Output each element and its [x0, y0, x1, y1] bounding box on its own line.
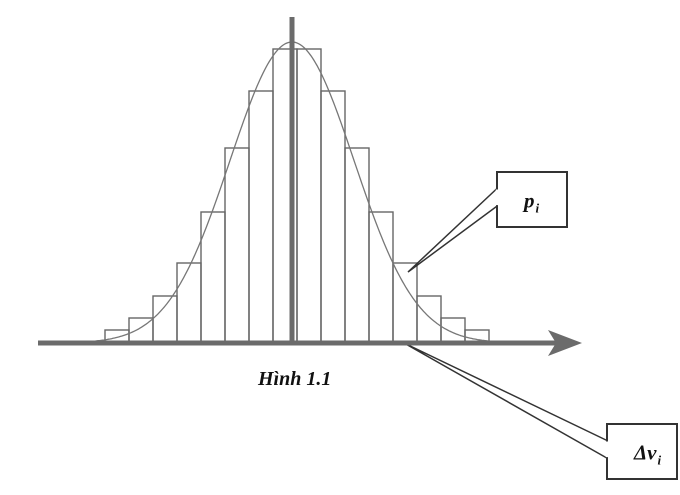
figure-caption: Hình 1.1 [257, 368, 331, 390]
histogram-bar [176, 262, 202, 344]
callout-pointer-tail [407, 186, 498, 273]
histogram-bar [392, 262, 418, 344]
histogram-bar [224, 147, 250, 344]
histogram-bar [248, 90, 274, 344]
callout-label-subscript: i [536, 201, 540, 216]
histogram-bar [368, 211, 394, 344]
callout-pointer-tail [403, 342, 608, 460]
histogram-bar [416, 295, 442, 344]
histogram-bars [104, 48, 490, 344]
callout-box[interactable] [496, 171, 568, 228]
axis-arrow-head-icon [548, 330, 582, 356]
callout-p-i[interactable]: pi [407, 171, 568, 273]
histogram-bar [296, 48, 322, 344]
callout-label-subscript: i [658, 453, 662, 468]
histogram-bar [344, 147, 370, 344]
callout-delta-v-i[interactable]: Δvi [403, 342, 678, 480]
histogram-bar [320, 90, 346, 344]
histogram-bar [440, 317, 466, 344]
histogram-bar [152, 295, 178, 344]
